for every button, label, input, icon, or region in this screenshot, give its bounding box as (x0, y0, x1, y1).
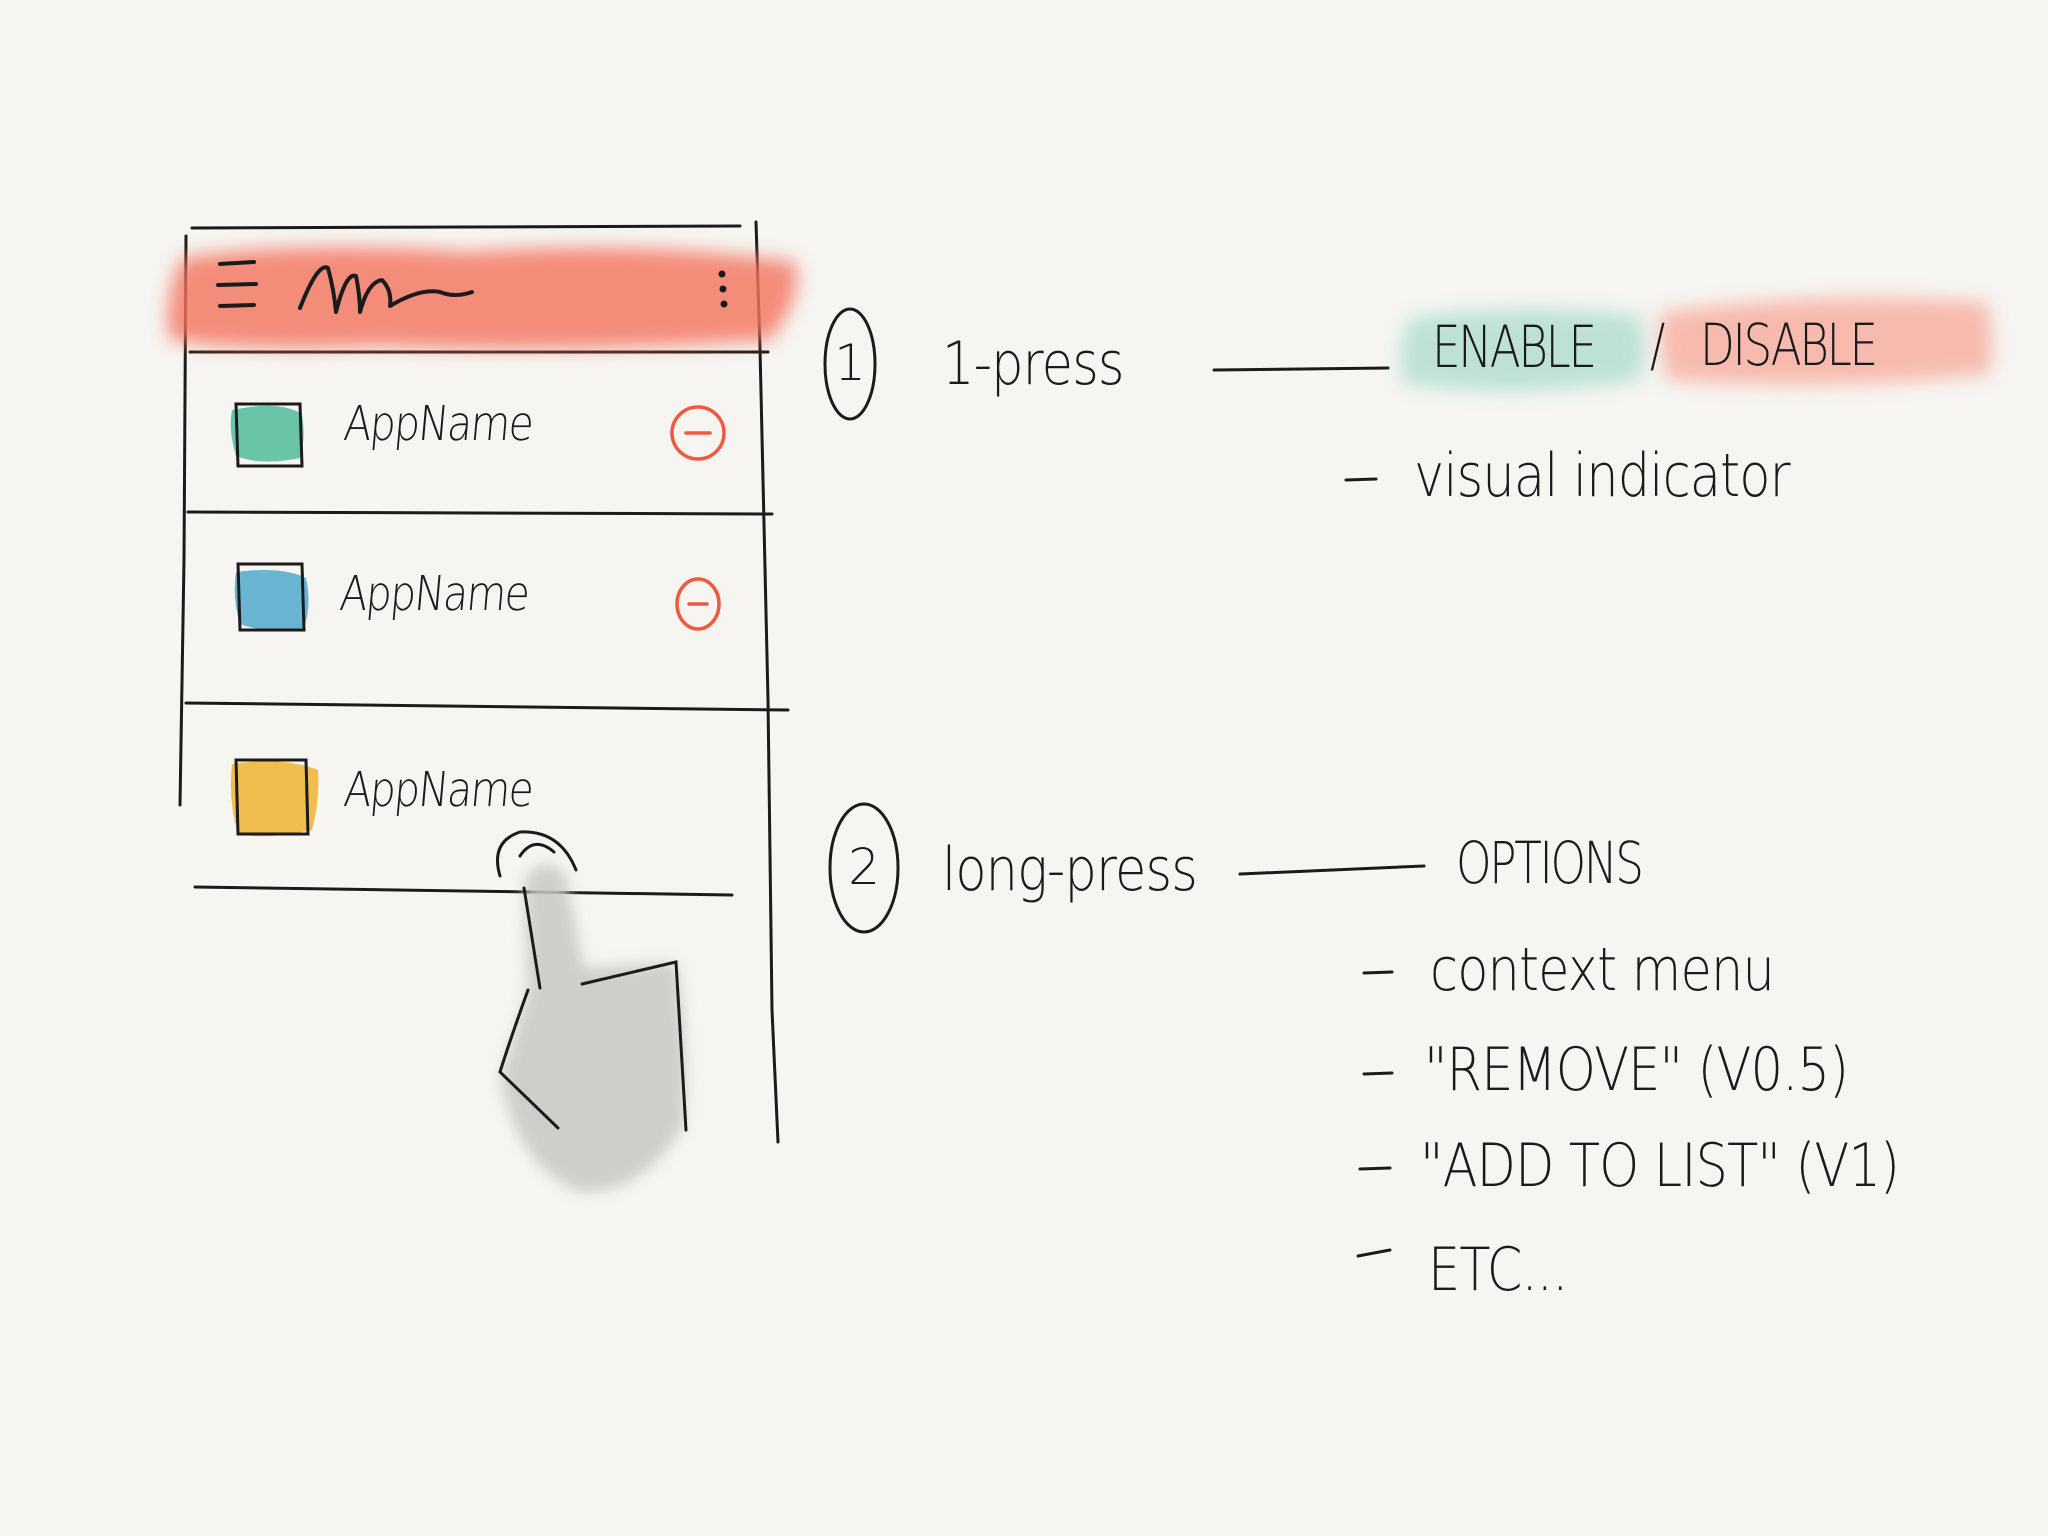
app-name-1[interactable]: AppName (341, 396, 535, 452)
step-1-detail-1: visual indicator (1414, 441, 1791, 511)
app-name-2[interactable]: AppName (337, 566, 531, 622)
detail-dash-1 (1344, 477, 1378, 482)
app-icon-2 (234, 562, 309, 632)
step-1-number: 1 (834, 334, 866, 392)
step-2-detail-2: "REMOVE" (V0.5) (1424, 1035, 1849, 1105)
step-2-arrow-line (1238, 864, 1426, 876)
phone-frame (178, 220, 790, 1144)
app-name-3[interactable]: AppName (341, 762, 535, 818)
step-1-action: 1-press (942, 329, 1124, 399)
app-toolbar (167, 247, 798, 349)
step-1-enable: ENABLE (1432, 313, 1597, 381)
step-2-number: 2 (848, 838, 880, 896)
step-1-circle (823, 307, 877, 421)
remove-badge-1[interactable] (670, 405, 726, 461)
step-2-action: long-press (942, 835, 1198, 905)
step-2-detail-4: ETC... (1428, 1235, 1568, 1305)
step-1-arrow-line (1212, 366, 1390, 372)
step-2-result: OPTIONS (1456, 829, 1644, 897)
tap-hand-icon (496, 830, 688, 1193)
step-1-annotation (823, 297, 1993, 482)
app-icon-1 (230, 402, 304, 468)
disable-highlight (1660, 297, 1993, 385)
enable-highlight (1400, 308, 1645, 392)
scribble-logo-icon (298, 265, 474, 314)
detail-dash-5 (1356, 1248, 1392, 1258)
step-2-detail-1: context menu (1430, 935, 1775, 1005)
detail-dash-2 (1362, 970, 1394, 975)
detail-dash-4 (1358, 1166, 1392, 1171)
app-icon-3 (230, 758, 319, 837)
step-1-separator: / (1650, 311, 1665, 379)
step-2-circle (828, 802, 900, 934)
detail-dash-3 (1362, 1071, 1394, 1076)
step-2-annotation (828, 802, 1426, 1258)
step-1-disable: DISABLE (1700, 311, 1878, 379)
step-2-detail-3: "ADD TO LIST" (V1) (1420, 1131, 1900, 1201)
hamburger-menu-icon[interactable] (216, 260, 258, 308)
overflow-menu-icon[interactable] (718, 270, 728, 308)
toolbar-wash (167, 247, 798, 349)
remove-badge-2[interactable] (675, 577, 721, 631)
